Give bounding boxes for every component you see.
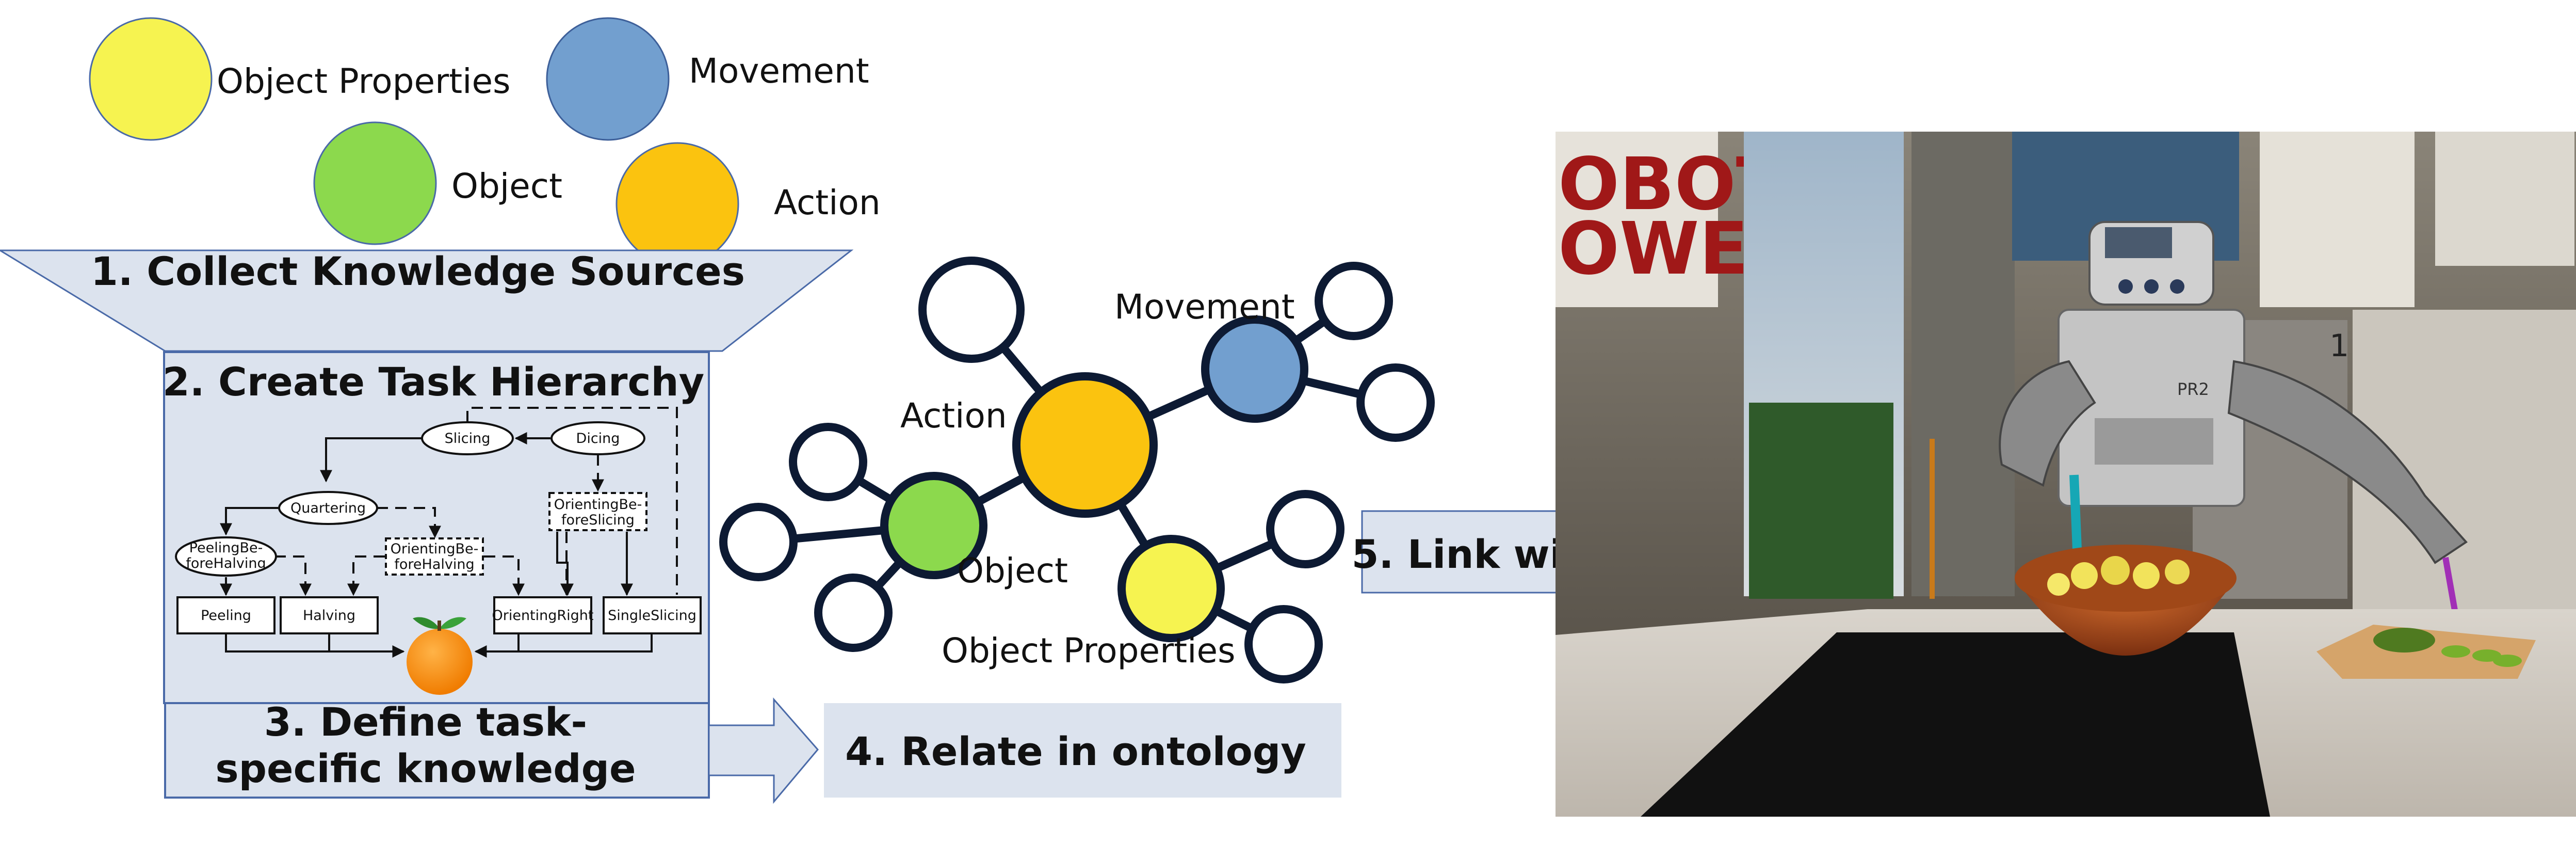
legend-object-label: Object: [451, 166, 562, 206]
ontology-leaf-6: [814, 574, 893, 652]
svg-text:Slicing: Slicing: [445, 431, 491, 447]
step-define-label-line1: 3. Define task-: [264, 699, 587, 745]
legend: Object Properties Movement Object Action: [89, 17, 881, 266]
node-orienting-before-slicing: OrientingBe- foreSlicing: [548, 492, 647, 531]
legend-action-label: Action: [774, 183, 881, 222]
ontology-leaf-3: [1356, 363, 1435, 442]
svg-text:OrientingRight: OrientingRight: [492, 608, 593, 624]
svg-text:Peeling: Peeling: [201, 608, 251, 624]
cutting-board: [2316, 625, 2536, 679]
node-single-slicing: SingleSlicing: [603, 596, 702, 634]
svg-text:PR2: PR2: [2177, 379, 2209, 399]
ontology-leaf-4: [789, 423, 867, 501]
ontology-label-object-properties: Object Properties: [942, 631, 1235, 671]
robot-kitchen-render: OBOT OWER 1 PR2: [1556, 132, 2576, 817]
svg-text:Dicing: Dicing: [576, 431, 620, 447]
ontology-leaf-7: [1266, 490, 1344, 568]
step-hierarchy-label: 2. Create Task Hierarchy: [163, 359, 704, 405]
ontology-leaf-8: [1244, 605, 1323, 683]
robot: PR2: [1930, 221, 2468, 646]
step-collect-funnel: 1. Collect Knowledge Sources: [0, 248, 854, 352]
node-halving: Halving: [280, 596, 379, 634]
cooktop: [1641, 632, 2270, 817]
svg-text:Quartering: Quartering: [290, 500, 366, 516]
legend-movement-label: Movement: [689, 51, 869, 91]
svg-text:foreHalving: foreHalving: [394, 556, 474, 572]
ontology-node-object: [880, 472, 987, 579]
step-relate-label: 4. Relate in ontology: [845, 728, 1306, 774]
svg-text:foreSlicing: foreSlicing: [561, 512, 635, 528]
arrow-define-to-relate: [708, 697, 819, 804]
step-collect-label: 1. Collect Knowledge Sources: [91, 248, 745, 294]
node-quartering: Quartering: [278, 491, 378, 525]
step-define: 3. Define task- specific knowledge: [164, 699, 710, 799]
node-peeling-before-halving: PeelingBe- foreHalving: [175, 536, 277, 577]
legend-object-properties-swatch: [89, 17, 213, 141]
node-slicing: Slicing: [421, 421, 514, 455]
svg-text:SingleSlicing: SingleSlicing: [608, 608, 696, 624]
ontology-node-object-properties: [1117, 535, 1225, 642]
ontology-leaf-1: [918, 257, 1025, 363]
step-hierarchy-panel: 2. Create Task Hierarchy Slicing Dicing: [163, 351, 710, 704]
ontology-label-movement: Movement: [1114, 287, 1295, 327]
node-orienting-before-halving: OrientingBe- foreHalving: [385, 537, 484, 576]
ontology-leaf-2: [1315, 262, 1393, 340]
step-relate: 4. Relate in ontology: [824, 703, 1341, 798]
ontology-leaf-5: [719, 503, 798, 581]
ontology-label-action: Action: [900, 396, 1007, 436]
ontology-node-action: [1012, 372, 1158, 518]
legend-movement-swatch: [546, 17, 670, 141]
svg-text:OrientingBe-: OrientingBe-: [554, 497, 642, 513]
svg-text:PeelingBe-: PeelingBe-: [189, 540, 263, 556]
node-peeling: Peeling: [176, 596, 276, 634]
legend-object-swatch: [313, 121, 437, 245]
svg-text:1: 1: [2329, 328, 2349, 364]
step-define-label-line2: specific knowledge: [215, 745, 636, 791]
svg-text:foreHalving: foreHalving: [186, 555, 266, 571]
legend-action-swatch: [615, 142, 739, 266]
ontology-label-object: Object: [957, 551, 1068, 591]
orange-icon: [407, 617, 473, 695]
node-dicing: Dicing: [550, 421, 645, 455]
legend-object-properties-label: Object Properties: [217, 61, 510, 101]
svg-text:OrientingBe-: OrientingBe-: [391, 541, 479, 557]
svg-text:Halving: Halving: [303, 608, 355, 624]
ontology-node-movement: [1201, 315, 1308, 423]
fruit-bowl: [2015, 545, 2237, 656]
node-orienting-right: OrientingRight: [492, 596, 594, 634]
ontology-graph: Movement Action Object Object Properties: [719, 257, 1435, 683]
